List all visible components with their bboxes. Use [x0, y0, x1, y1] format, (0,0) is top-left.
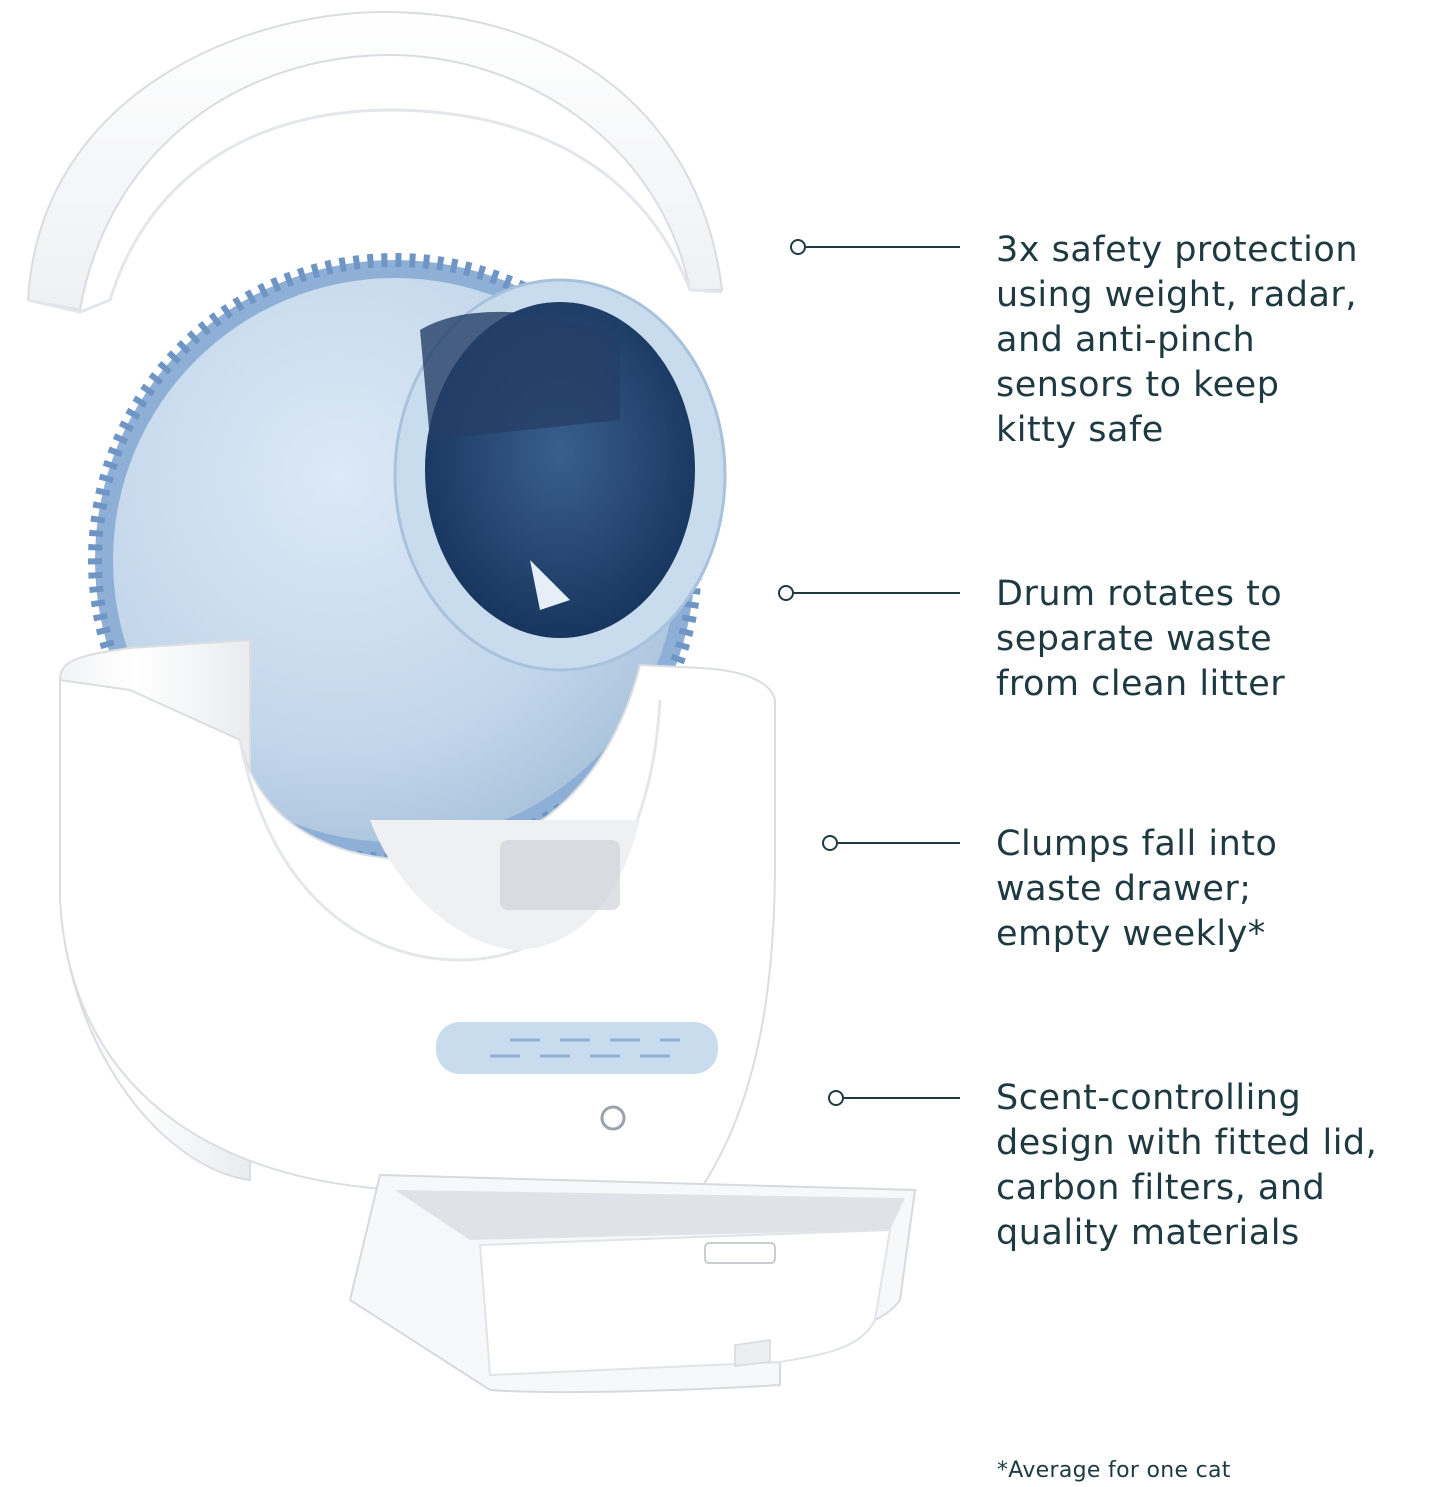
callout-text-scent: Scent-controlling design with fitted lid… — [996, 1078, 1378, 1253]
callout-line — [844, 1097, 960, 1099]
litter-box-product-image — [26, 10, 917, 1394]
power-button — [600, 1105, 626, 1131]
callout-marker-icon — [778, 585, 794, 601]
front-vent-panel — [436, 1022, 718, 1074]
callout-marker-icon — [790, 239, 806, 255]
callout-line — [794, 592, 960, 594]
callout-text-clumps: Clumps fall into waste drawer; empty wee… — [996, 824, 1278, 954]
callout-text-drum: Drum rotates to separate waste from clea… — [996, 574, 1286, 704]
lid — [26, 10, 724, 314]
callout-marker-icon — [828, 1090, 844, 1106]
footnote: *Average for one cat — [997, 1458, 1231, 1483]
callout-line — [806, 246, 960, 248]
callout-text-safety: 3x safety protection using weight, radar… — [996, 230, 1358, 450]
waste-drawer — [348, 1173, 917, 1394]
drum-opening — [393, 278, 727, 672]
callout-marker-icon — [822, 835, 838, 851]
callout-line — [838, 842, 960, 844]
